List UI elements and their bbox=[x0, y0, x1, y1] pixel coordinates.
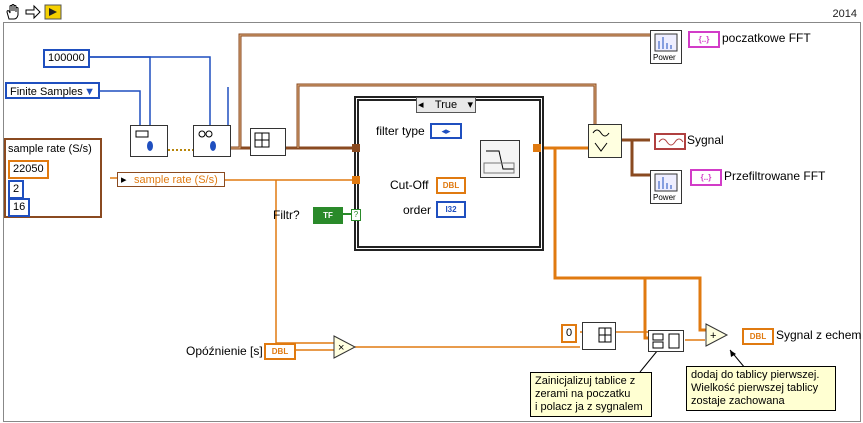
tunnel-right bbox=[533, 144, 541, 152]
filter-graph-icon bbox=[483, 150, 515, 174]
note1-line3: i polacz ja z sygnalem bbox=[535, 401, 643, 413]
run-icon[interactable] bbox=[44, 3, 62, 21]
note2-line1: dodaj do tablicy pierwszej. bbox=[691, 369, 820, 381]
init-array-icon bbox=[598, 327, 612, 343]
add-node[interactable]: + bbox=[705, 323, 729, 347]
case-selector-down-arrow[interactable]: ▾ bbox=[467, 99, 473, 111]
svg-text:+: + bbox=[710, 330, 716, 342]
initial-fft-indicator[interactable]: {..} bbox=[688, 31, 720, 48]
toolbar: 2014 bbox=[0, 0, 863, 24]
mode-enum[interactable]: Finite Samples ▼ bbox=[5, 82, 100, 99]
spectrum-icon-2 bbox=[654, 173, 678, 192]
microphone-read-icon bbox=[198, 130, 216, 151]
question-mark-icon: ? bbox=[351, 209, 361, 221]
note2-line2: Wielkość pierwszej tablicy bbox=[691, 382, 819, 394]
initial-fft-label: poczatkowe FFT bbox=[722, 31, 811, 45]
case-selector-label: True bbox=[434, 99, 458, 111]
sound-input-configure-node[interactable] bbox=[130, 125, 168, 157]
order-terminal[interactable]: I32 bbox=[436, 201, 466, 218]
note-add-array: dodaj do tablicy pierwszej. Wielkość pie… bbox=[686, 366, 836, 411]
spectrum-icon bbox=[654, 33, 678, 52]
sample-rate-cluster[interactable]: sample rate (S/s) 22050 2 16 bbox=[4, 138, 102, 218]
bits-constant[interactable]: 16 bbox=[8, 198, 31, 217]
fft-power-node-1[interactable]: Power bbox=[650, 30, 682, 64]
fft-power-node-2[interactable]: Power bbox=[650, 170, 682, 204]
microphone-config-icon bbox=[135, 130, 153, 151]
note1-line2: zerami na poczatku bbox=[535, 388, 631, 400]
filtered-fft-indicator[interactable]: {..} bbox=[690, 169, 722, 186]
fft-power-label-1: Power bbox=[653, 53, 676, 62]
build-array-icon bbox=[652, 333, 680, 349]
channels-constant[interactable]: 2 bbox=[8, 180, 25, 199]
select-icon bbox=[592, 129, 610, 152]
delay-label: Opóźnienie [s] bbox=[186, 344, 263, 358]
zero-constant[interactable]: 0 bbox=[561, 324, 578, 343]
signal-indicator[interactable] bbox=[654, 133, 686, 150]
case-selector-left-arrow[interactable]: ◂ bbox=[418, 99, 424, 111]
svg-text:×: × bbox=[338, 342, 344, 354]
initialize-array-node[interactable] bbox=[582, 322, 616, 350]
mode-enum-arrow[interactable]: ▼ bbox=[84, 86, 95, 98]
note-initialize-array: Zainicjalizuj tablice z zerami na poczat… bbox=[530, 372, 652, 417]
signal-label: Sygnal bbox=[687, 133, 724, 147]
unbundle-by-name[interactable]: ▸ sample rate (S/s) bbox=[117, 172, 225, 187]
note2-line3: zostaje zachowana bbox=[691, 395, 785, 407]
cluster-label: sample rate (S/s) bbox=[8, 143, 92, 155]
note1-line1: Zainicjalizuj tablice z bbox=[535, 375, 636, 387]
echo-signal-indicator[interactable]: DBL bbox=[742, 328, 774, 345]
echo-signal-label: Sygnal z echem bbox=[776, 328, 862, 342]
arrow-icon[interactable] bbox=[24, 3, 42, 21]
unbundle-label: sample rate (S/s) bbox=[134, 174, 218, 186]
delay-terminal[interactable]: DBL bbox=[264, 343, 296, 360]
order-label: order bbox=[403, 203, 432, 217]
filter-type-ring[interactable]: ◂▸ bbox=[430, 123, 462, 139]
fft-power-label-2: Power bbox=[653, 193, 676, 202]
filter-node[interactable] bbox=[480, 140, 520, 178]
case-selector[interactable]: ◂ True ▾ bbox=[416, 97, 476, 113]
sound-input-read-node[interactable] bbox=[193, 125, 231, 157]
filtered-fft-label: Przefiltrowane FFT bbox=[724, 169, 826, 183]
select-node[interactable] bbox=[588, 124, 622, 158]
cutoff-label: Cut-Off bbox=[390, 178, 429, 192]
waveform-icon bbox=[658, 138, 684, 146]
unbundle-arrow-icon: ▸ bbox=[121, 174, 127, 186]
tunnel-left bbox=[352, 144, 360, 152]
multiply-node[interactable]: × bbox=[333, 335, 357, 359]
samples-constant[interactable]: 100000 bbox=[43, 49, 90, 68]
version-label: 2014 bbox=[832, 8, 857, 20]
cutoff-terminal[interactable]: DBL bbox=[436, 177, 466, 194]
filter-toggle-terminal[interactable]: TF bbox=[313, 207, 343, 224]
tunnel-orange bbox=[352, 176, 360, 184]
filter-type-label: filter type bbox=[376, 124, 425, 138]
index-array-node[interactable] bbox=[250, 128, 286, 156]
build-array-node[interactable] bbox=[648, 330, 684, 352]
filter-toggle-label: Filtr? bbox=[273, 208, 300, 222]
rate-constant[interactable]: 22050 bbox=[8, 160, 49, 179]
array-grid-icon bbox=[254, 132, 270, 148]
hand-icon[interactable] bbox=[4, 3, 22, 21]
mode-enum-value: Finite Samples bbox=[10, 86, 83, 98]
